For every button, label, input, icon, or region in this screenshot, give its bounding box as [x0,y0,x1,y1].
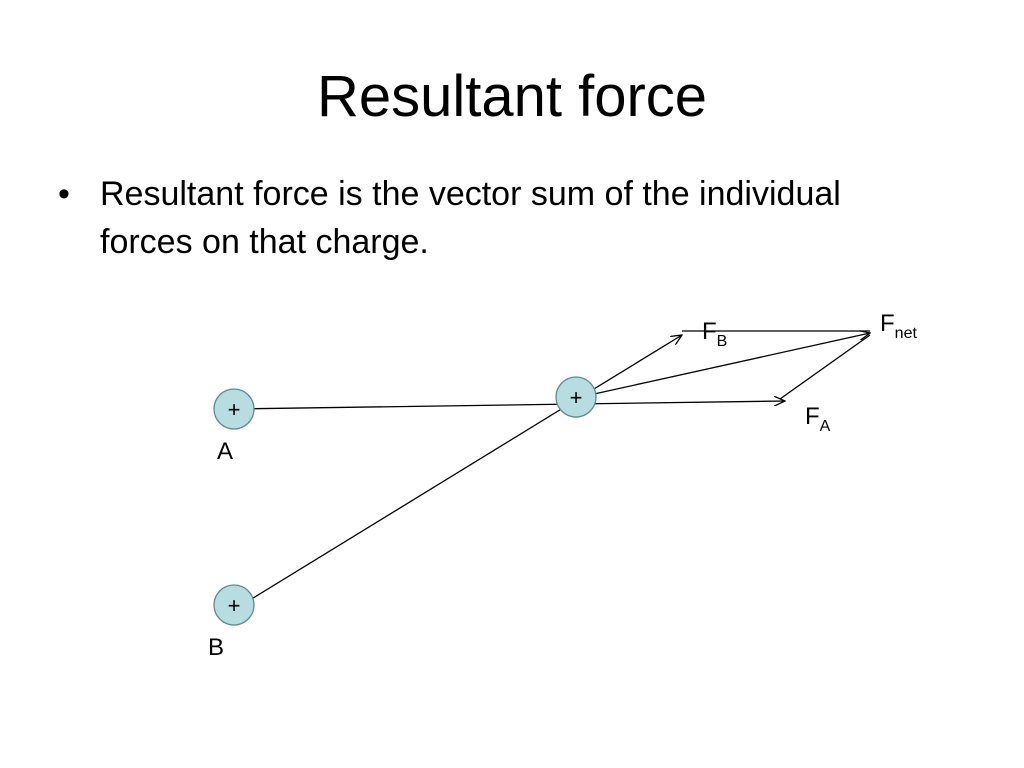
bullet-list: • Resultant force is the vector sum of t… [58,170,878,266]
label-fnet: Fnet [880,310,917,342]
bullet-text: Resultant force is the vector sum of the… [100,175,841,261]
label-fnet-base: F [880,310,895,337]
label-fa-base: F [805,403,820,430]
line-a-to-test [233,403,577,410]
vector-fnet-arrow [575,333,870,399]
charge-b-circle [213,584,255,626]
line-b-to-test [249,399,577,601]
test-charge-circle [555,376,597,418]
charge-a-circle [213,388,255,430]
charge-a-sign: + [228,397,241,422]
label-fb-base: F [702,318,717,345]
label-fb-sub: B [717,333,728,350]
test-charge-sign: + [570,385,583,410]
charge-b-label: B [208,634,224,661]
charge-b-sign: + [228,593,241,618]
test-charge: + [555,376,597,418]
vector-fa-arrow [575,401,785,404]
charge-b: + [213,584,255,626]
parallelogram-right-edge [779,334,871,400]
label-fa-sub: A [820,418,831,435]
charge-a: + [213,388,255,430]
bullet-dot: • [58,175,70,213]
label-fa: FA [805,403,831,435]
bullet-item: • Resultant force is the vector sum of t… [58,170,878,266]
label-fnet-sub: net [895,325,918,342]
charge-a-label: A [217,438,233,465]
label-fb: FB [702,318,727,350]
slide-title: Resultant force [316,64,708,129]
